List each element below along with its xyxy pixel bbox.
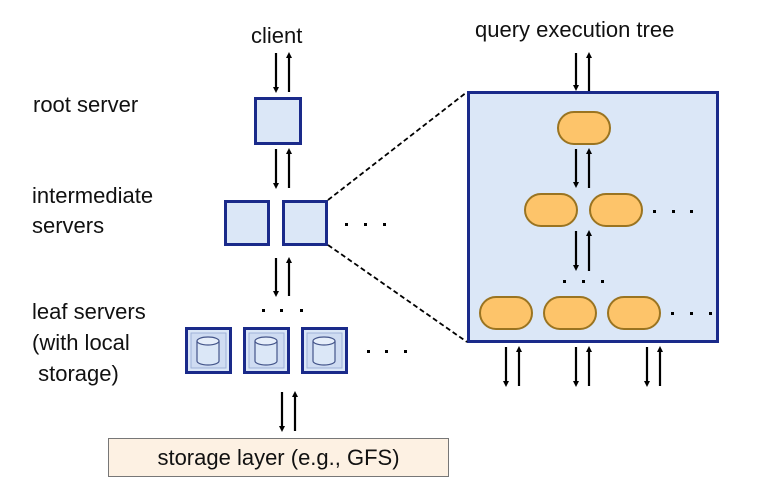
ellipsis-intermediate-more <box>345 223 386 226</box>
arrow-pair-tree-input <box>573 52 592 91</box>
arrow-pair-tree-output-3 <box>644 346 663 387</box>
arrow-pair-intermediate-leaf <box>273 257 292 297</box>
ellipsis-tree-level2-more <box>653 210 693 213</box>
tree-node-leaf <box>543 296 597 330</box>
leaf-servers-label-line2: (with local <box>32 330 130 355</box>
arrow-pair-tree-output-2 <box>573 346 592 387</box>
tree-node-intermediate <box>524 193 578 227</box>
intermediate-server-box <box>282 200 328 246</box>
tree-node-intermediate <box>589 193 643 227</box>
ellipsis-tree-level3-above <box>563 280 604 283</box>
database-cylinder-icon <box>248 332 285 369</box>
leaf-servers-label-line3: storage) <box>32 361 119 386</box>
arrow-pair-tree-level2-level3 <box>573 230 592 271</box>
arrow-pair-client-root <box>273 52 292 93</box>
ellipsis-leaf-above <box>262 309 303 312</box>
query-execution-tree-title: query execution tree <box>475 17 675 42</box>
leaf-server-box <box>243 327 290 374</box>
storage-layer-box: storage layer (e.g., GFS) <box>108 438 449 477</box>
intermediate-server-box <box>224 200 270 246</box>
arrow-pair-leaf-storage <box>279 391 298 432</box>
leaf-servers-label-line1: leaf servers <box>32 299 146 324</box>
ellipsis-tree-level3-more <box>671 312 712 315</box>
root-server-box <box>254 97 302 145</box>
client-label: client <box>251 23 303 48</box>
root-server-label: root server <box>33 92 139 117</box>
database-cylinder-icon <box>190 332 227 369</box>
tree-node-leaf <box>607 296 661 330</box>
tree-node-root <box>557 111 611 145</box>
zoom-dashed-line-top <box>327 91 468 201</box>
arrow-pair-root-intermediate <box>273 148 292 189</box>
intermediate-servers-label-line2: servers <box>32 213 105 238</box>
arrow-pair-tree-output-1 <box>503 346 522 387</box>
arrow-pair-tree-level1-level2 <box>573 148 592 188</box>
leaf-server-box <box>301 327 348 374</box>
ellipsis-leaf-more <box>367 350 407 353</box>
intermediate-servers-label-line1: intermediate <box>32 183 154 208</box>
tree-node-leaf <box>479 296 533 330</box>
leaf-server-box <box>185 327 232 374</box>
database-cylinder-icon <box>306 332 343 369</box>
zoom-dashed-line-bottom <box>327 244 468 343</box>
